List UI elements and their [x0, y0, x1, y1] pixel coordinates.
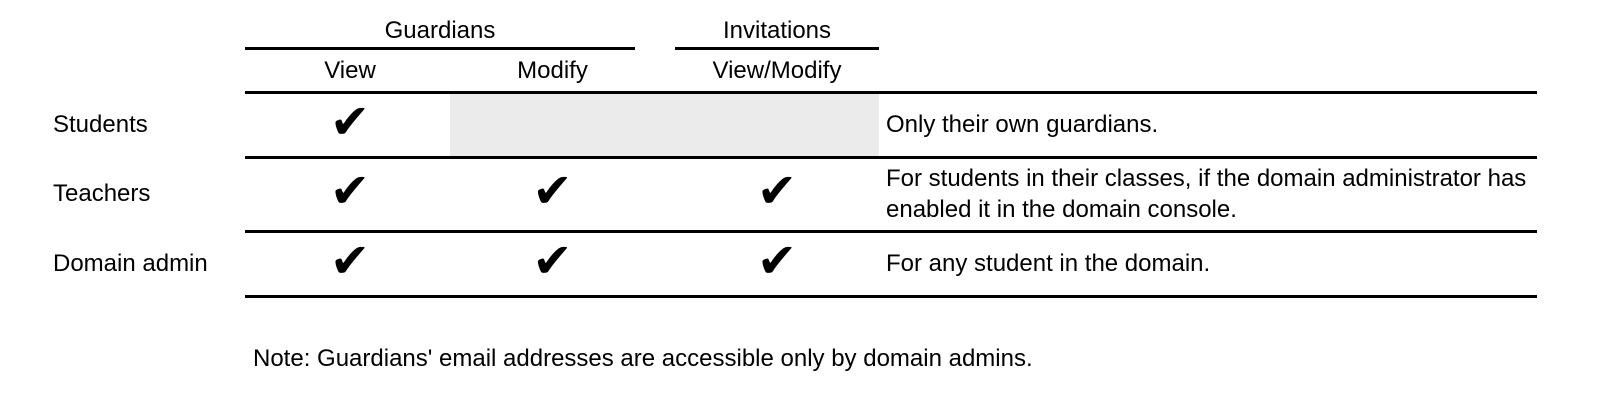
footnote: Note: Guardians' email addresses are acc…: [253, 345, 1033, 372]
column-header-view: View: [324, 57, 376, 84]
row-label-teachers: Teachers: [53, 180, 151, 207]
checkmark-icon: ✔: [532, 163, 573, 219]
row-note-domain-admin: For any student in the domain.: [886, 250, 1211, 277]
checkmark-icon: ✔: [756, 163, 798, 219]
guardians-underline: [245, 47, 635, 50]
checkmark-icon: ✔: [329, 233, 371, 289]
column-group-guardians: Guardians: [384, 17, 496, 44]
column-group-invitations: Invitations: [722, 17, 832, 44]
column-header-view-modify: View/Modify: [712, 57, 842, 84]
shaded-cell-students-disabled: [450, 94, 879, 156]
checkmark-icon: ✔: [532, 233, 573, 289]
row-label-students: Students: [53, 111, 148, 138]
row-label-domain-admin: Domain admin: [53, 250, 208, 277]
column-header-modify: Modify: [517, 57, 588, 84]
row-note-teachers: For students in their classes, if the do…: [886, 165, 1527, 223]
row-note-students: Only their own guardians.: [886, 111, 1159, 138]
checkmark-icon: ✔: [329, 163, 371, 219]
invitations-underline: [675, 47, 879, 50]
table-rule-after-students: [245, 156, 1537, 159]
table-rule-header: [245, 91, 1537, 94]
checkmark-icon: ✔: [756, 233, 798, 289]
table-rule-bottom: [245, 295, 1537, 298]
table-rule-after-teachers: [245, 230, 1537, 233]
checkmark-icon: ✔: [329, 94, 371, 150]
